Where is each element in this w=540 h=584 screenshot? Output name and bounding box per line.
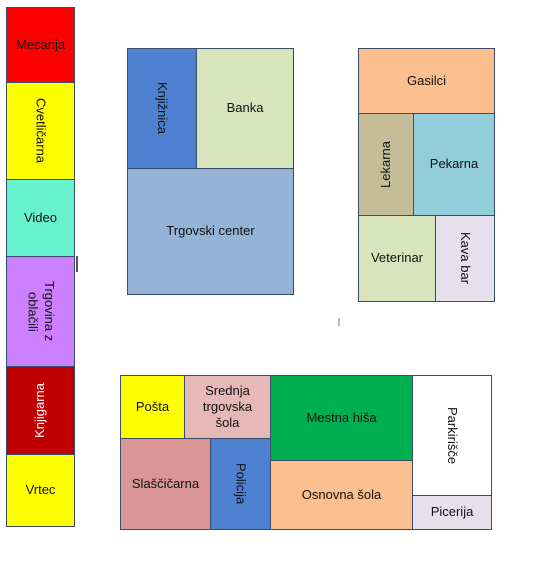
shop-vrtec: Vrtec <box>6 454 75 527</box>
divider-mark <box>76 256 78 272</box>
shop-trgovina-z-oblacili: Trgovina z oblačili <box>6 256 75 367</box>
building-slascicarna: Slaščičarna <box>120 438 211 530</box>
shop-cvetlicarna-label: Cvetličarna <box>33 98 49 164</box>
building-srednja-trgovska-sola: Srednja trgovska šola <box>184 375 271 439</box>
building-trgovski-center: Trgovski center <box>127 168 294 295</box>
building-osnovna-sola: Osnovna šola <box>270 460 413 530</box>
building-mestna-hisa-label: Mestna hiša <box>306 409 377 425</box>
shop-mesarija: Mesarija <box>6 7 75 83</box>
building-trgovski-center-label: Trgovski center <box>166 223 255 239</box>
building-srednja-label-line2: trgovska <box>202 398 253 414</box>
building-kava-bar: Kava bar <box>435 215 495 302</box>
building-srednja-label-line3: šola <box>215 415 240 431</box>
divider-mark <box>338 318 340 326</box>
shop-video-label: Video <box>23 209 57 225</box>
building-pekarna: Pekarna <box>413 113 495 216</box>
shop-vrtec-label: Vrtec <box>25 482 56 498</box>
building-kava-bar-label: Kava bar <box>458 232 474 285</box>
building-picerija-label: Picerija <box>430 504 474 520</box>
building-mestna-hisa: Mestna hiša <box>270 375 413 461</box>
building-srednja-label-line1: Srednja <box>205 382 250 398</box>
building-veterinar: Veterinar <box>358 215 436 302</box>
building-banka-label: Banka <box>226 100 264 116</box>
shop-cvetlicarna: Cvetličarna <box>6 82 75 180</box>
shop-knjigarna-label: Knjigarna <box>32 383 48 438</box>
building-srednja-label: Srednja trgovska šola <box>203 383 252 432</box>
building-knjiznica-label: Knjižnica <box>155 82 171 135</box>
building-knjiznica: Knjižnica <box>127 48 197 169</box>
shop-mesarija-label: Mesarija <box>15 36 66 52</box>
building-lekarna-label: Lekarna <box>377 141 393 188</box>
shop-knjigarna: Knjigarna <box>6 366 75 455</box>
shop-video: Video <box>6 179 75 257</box>
building-posta: Pošta <box>120 375 185 439</box>
building-slascicarna-label: Slaščičarna <box>131 475 200 491</box>
shop-trgovina-label-line1: Trgovina z <box>41 281 57 342</box>
building-policija-label: Policija <box>233 463 249 505</box>
building-banka: Banka <box>196 48 294 169</box>
building-veterinar-label: Veterinar <box>370 250 424 266</box>
building-parkirisce-label: Parkirišče <box>445 406 461 465</box>
building-osnovna-sola-label: Osnovna šola <box>301 486 382 502</box>
building-lekarna: Lekarna <box>358 113 414 216</box>
shop-trgovina-label: Trgovina z oblačili <box>24 281 57 341</box>
building-pekarna-label: Pekarna <box>429 156 479 172</box>
building-posta-label: Pošta <box>135 398 170 414</box>
building-gasilci: Gasilci <box>358 48 495 114</box>
building-gasilci-label: Gasilci <box>406 72 446 88</box>
building-picerija: Picerija <box>412 495 492 530</box>
shop-trgovina-label-line2: oblačili <box>25 291 41 332</box>
building-policija: Policija <box>210 438 271 530</box>
building-parkirisce: Parkirišče <box>412 375 492 496</box>
